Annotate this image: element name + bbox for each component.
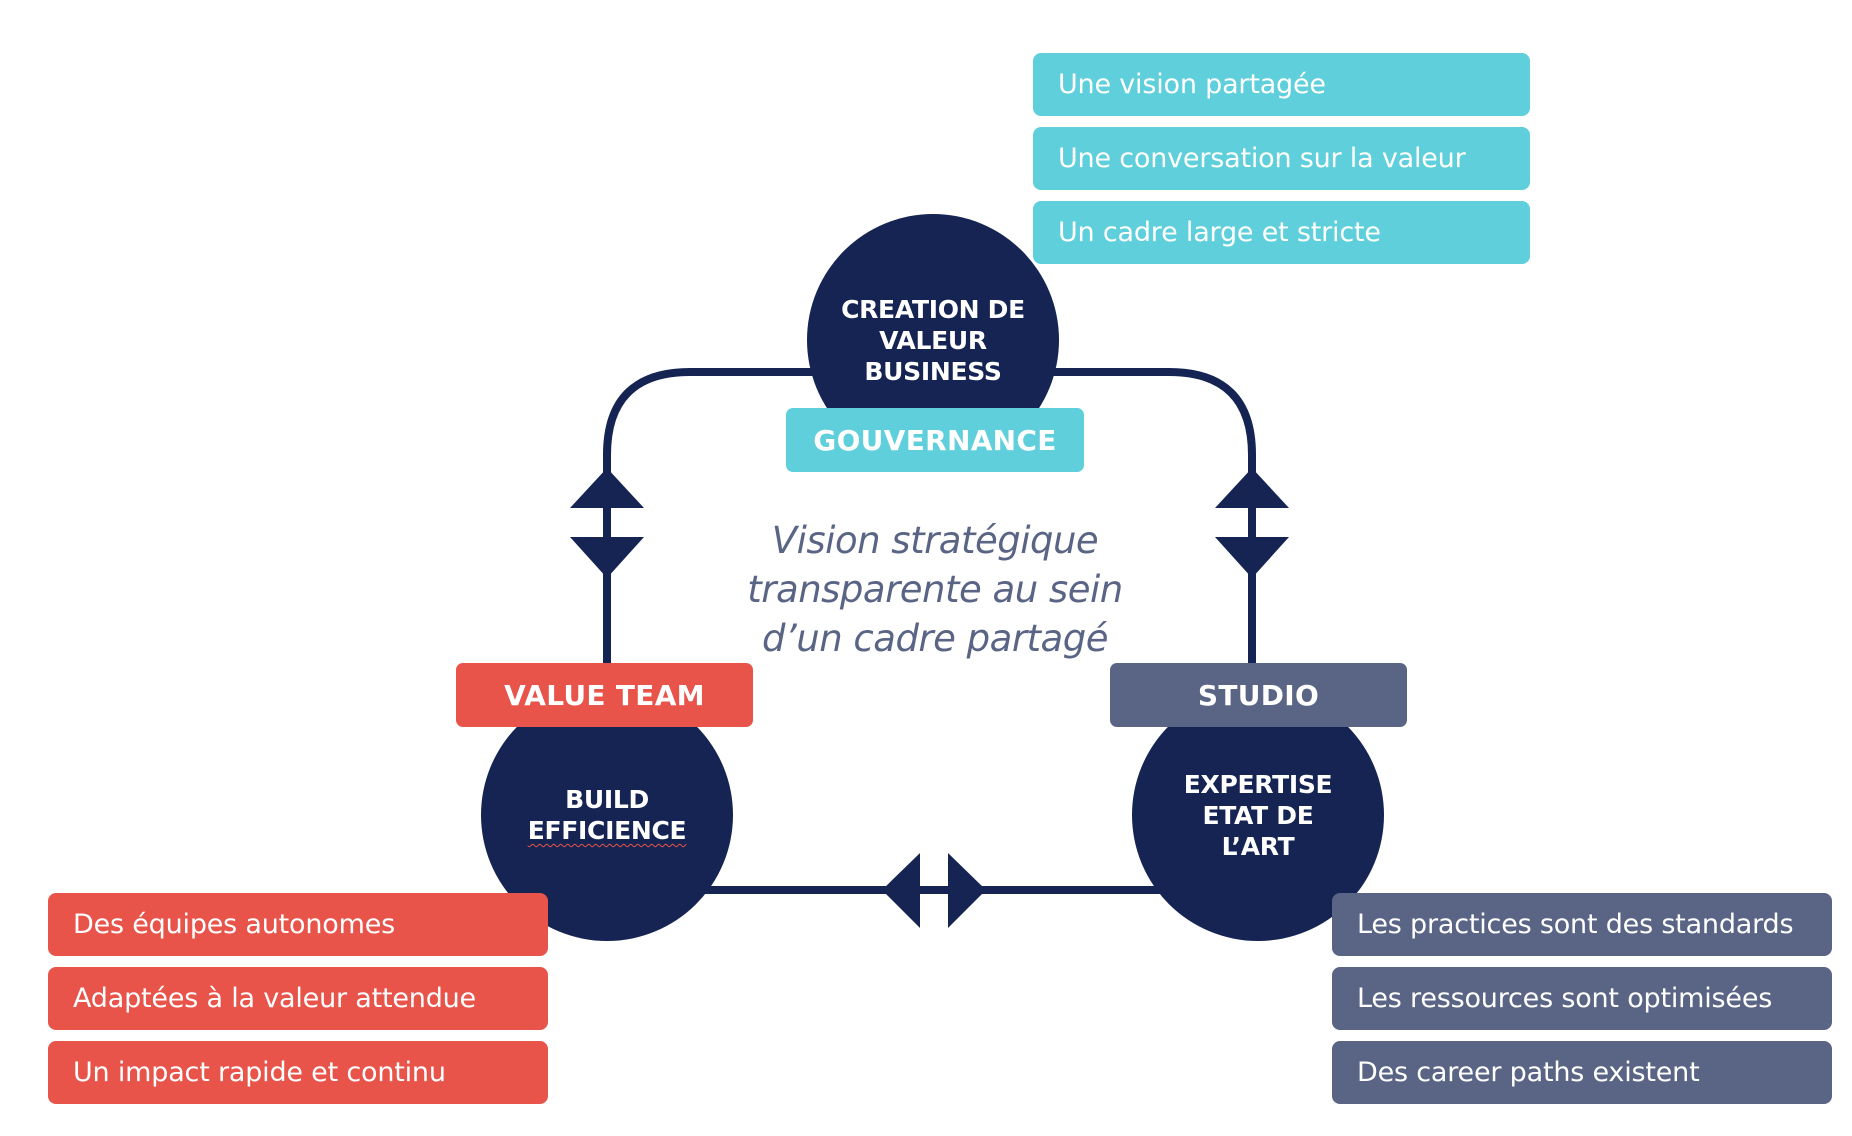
list-item: Une vision partagée <box>1033 53 1530 116</box>
arrow-down-icon <box>570 537 644 578</box>
center-caption: Vision stratégique transparente au sein … <box>700 516 1170 663</box>
node-label-line2: EFFICIENCE <box>527 816 687 845</box>
list-item: Des équipes autonomes <box>48 893 548 956</box>
node-expertise-etat-de-lart: EXPERTISE ETAT DE L’ART <box>1132 689 1384 941</box>
tag-gouvernance: GOUVERNANCE <box>786 408 1084 472</box>
caption-line: transparente au sein <box>747 568 1123 611</box>
list-value-team: Des équipes autonomes Adaptées à la vale… <box>48 893 548 1115</box>
list-item: Une conversation sur la valeur <box>1033 127 1530 190</box>
list-item: Un impact rapide et continu <box>48 1041 548 1104</box>
tag-studio: STUDIO <box>1110 663 1407 727</box>
node-label: BUILD EFFICIENCE <box>528 784 687 846</box>
list-studio: Les practices sont des standards Les res… <box>1332 893 1832 1115</box>
arrow-left-icon <box>882 853 920 928</box>
caption-line: d’un cadre partagé <box>762 617 1108 660</box>
arrow-up-icon <box>570 468 644 508</box>
list-item: Des career paths existent <box>1332 1041 1832 1104</box>
arrow-up-icon <box>1215 468 1289 508</box>
arrow-right-icon <box>948 853 986 928</box>
node-label: EXPERTISE ETAT DE L’ART <box>1183 769 1333 861</box>
caption-line: Vision stratégique <box>771 519 1099 562</box>
connector-left-top <box>603 368 860 690</box>
arrow-down-icon <box>1215 537 1289 578</box>
list-item: Un cadre large et stricte <box>1033 201 1530 264</box>
list-item: Les practices sont des standards <box>1332 893 1832 956</box>
list-gouvernance: Une vision partagée Une conversation sur… <box>1033 53 1530 275</box>
node-label: CREATION DE VALEUR BUSINESS <box>841 294 1025 386</box>
list-item: Les ressources sont optimisées <box>1332 967 1832 1030</box>
tag-value-team: VALUE TEAM <box>456 663 753 727</box>
list-item: Adaptées à la valeur attendue <box>48 967 548 1030</box>
connector-right-top <box>1010 368 1256 690</box>
node-label-line1: BUILD <box>565 785 649 814</box>
